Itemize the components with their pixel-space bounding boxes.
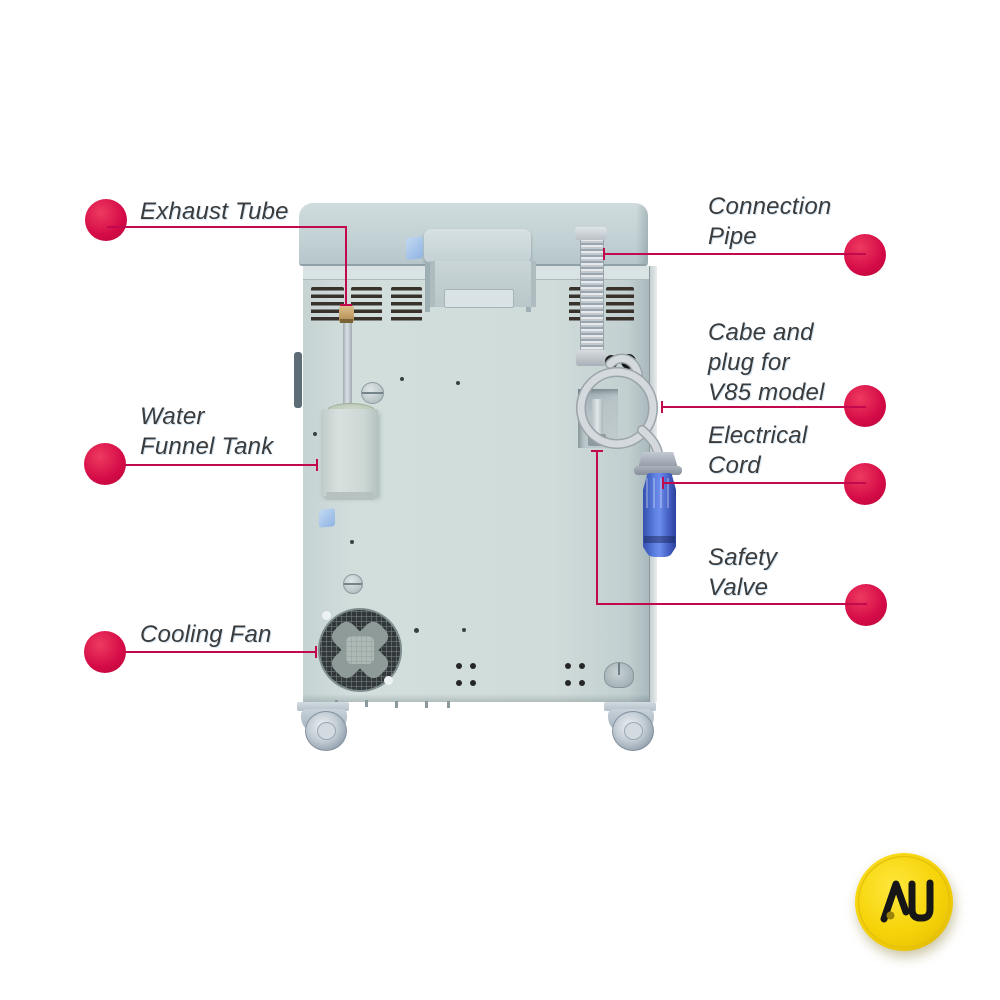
label-safety-valve: Safety Valve (708, 543, 777, 603)
leader-safety-valve (597, 603, 867, 605)
label-exhaust-tube: Exhaust Tube (140, 197, 289, 227)
panel-foot-mark (425, 701, 428, 708)
screw-dot (462, 628, 466, 632)
screw-dot (400, 377, 404, 381)
leader-safety-valve (596, 452, 598, 605)
screw-hole (565, 680, 571, 686)
screw-hole (456, 663, 462, 669)
caster-hub (317, 722, 336, 740)
connection-pipe-part (580, 232, 604, 364)
leader-exhaust-tube (345, 226, 347, 306)
exhaust-tube-band (340, 319, 353, 323)
label-line: Cord (708, 452, 761, 479)
callout-dot-water-funnel-tank (84, 443, 126, 485)
label-line: Electrical (708, 422, 808, 449)
screw-dot (414, 628, 419, 633)
leader-exhaust-tube (107, 226, 347, 228)
leader-cable-plug (662, 406, 866, 408)
water-funnel-tank-part (321, 409, 378, 496)
vent-grille (391, 287, 422, 323)
panel-clip (319, 508, 335, 528)
au-logo-badge (855, 853, 953, 951)
label-line: Cooling Fan (140, 621, 272, 648)
label-water-funnel-tank: Water Funnel Tank (140, 402, 273, 462)
label-line: Funnel Tank (140, 433, 274, 460)
callout-dot-electrical-cord (844, 463, 886, 505)
leader-tick (661, 401, 663, 413)
au-logo: AU (853, 851, 955, 953)
vent-grille (351, 287, 382, 323)
leader-cooling-fan (125, 651, 316, 653)
leader-tick (603, 248, 605, 260)
hinge-clip (406, 236, 423, 260)
vent-grille (311, 287, 344, 323)
label-line: Valve (708, 574, 769, 601)
callout-dot-safety-valve (845, 584, 887, 626)
screw-hole (470, 680, 476, 686)
side-handle-slot (294, 352, 302, 408)
caster-mount (297, 702, 349, 711)
label-line: Safety (708, 544, 778, 571)
panel-foot-mark (395, 701, 398, 708)
label-line: Connection (708, 193, 832, 220)
machine-lid-shade (636, 203, 648, 264)
pipe-bottom-fitting (576, 350, 606, 366)
screw-dot (456, 381, 460, 385)
label-cooling-fan: Cooling Fan (140, 620, 272, 650)
label-line: Exhaust Tube (140, 198, 289, 225)
screw-hole (565, 663, 571, 669)
leader-tick (315, 646, 317, 658)
callout-dot-exhaust-tube (85, 199, 127, 241)
label-line: Water (140, 403, 205, 430)
cooling-fan-part (318, 608, 402, 692)
leader-tick (591, 450, 603, 452)
screw-hole (470, 663, 476, 669)
callout-dot-connection-pipe (844, 234, 886, 276)
plug-flange (634, 466, 682, 475)
safety-valve-part (592, 399, 603, 439)
pipe-top-fitting (575, 227, 607, 240)
panel-bottom-shade (303, 694, 649, 702)
leader-electrical-cord (663, 482, 866, 484)
label-line: V85 model (708, 379, 825, 406)
panel-foot-mark (447, 701, 450, 708)
power-plug (643, 473, 676, 557)
label-line: plug for (708, 349, 790, 376)
drain-bracket (604, 662, 634, 688)
plug-collar (638, 452, 678, 468)
label-connection-pipe: Connection Pipe (708, 192, 831, 252)
label-cable-plug: Cabe and plug for V85 model (708, 318, 825, 408)
leader-tick (316, 459, 318, 471)
vent-grille (606, 287, 634, 323)
lid-hinge-plate (424, 229, 531, 263)
screw-hole (579, 663, 585, 669)
caster-hub (624, 722, 643, 740)
screw-hole (579, 680, 585, 686)
screw-dot (313, 432, 317, 436)
label-electrical-cord: Electrical Cord (708, 421, 807, 481)
exhaust-tube-brass-tip (339, 305, 354, 322)
screw-hole (456, 680, 462, 686)
plug-ring-groove (644, 536, 675, 543)
fan-screw (384, 676, 393, 685)
hinge-inner-plate (444, 289, 514, 308)
bolt (343, 574, 363, 594)
exhaust-tube-part (343, 323, 352, 413)
screw-dot (350, 540, 354, 544)
leader-tick (340, 304, 352, 306)
leader-tick (662, 477, 664, 489)
callout-dot-cooling-fan (84, 631, 126, 673)
bolt (361, 382, 384, 404)
hinge-flange (425, 262, 430, 312)
label-line: Pipe (708, 223, 757, 250)
leader-connection-pipe (604, 253, 866, 255)
label-line: Cabe and (708, 319, 814, 346)
tank-foot (326, 492, 374, 500)
caster-mount (604, 702, 656, 711)
fan-screw (322, 611, 331, 620)
panel-foot-mark (365, 700, 368, 707)
leader-water-funnel-tank (125, 464, 317, 466)
